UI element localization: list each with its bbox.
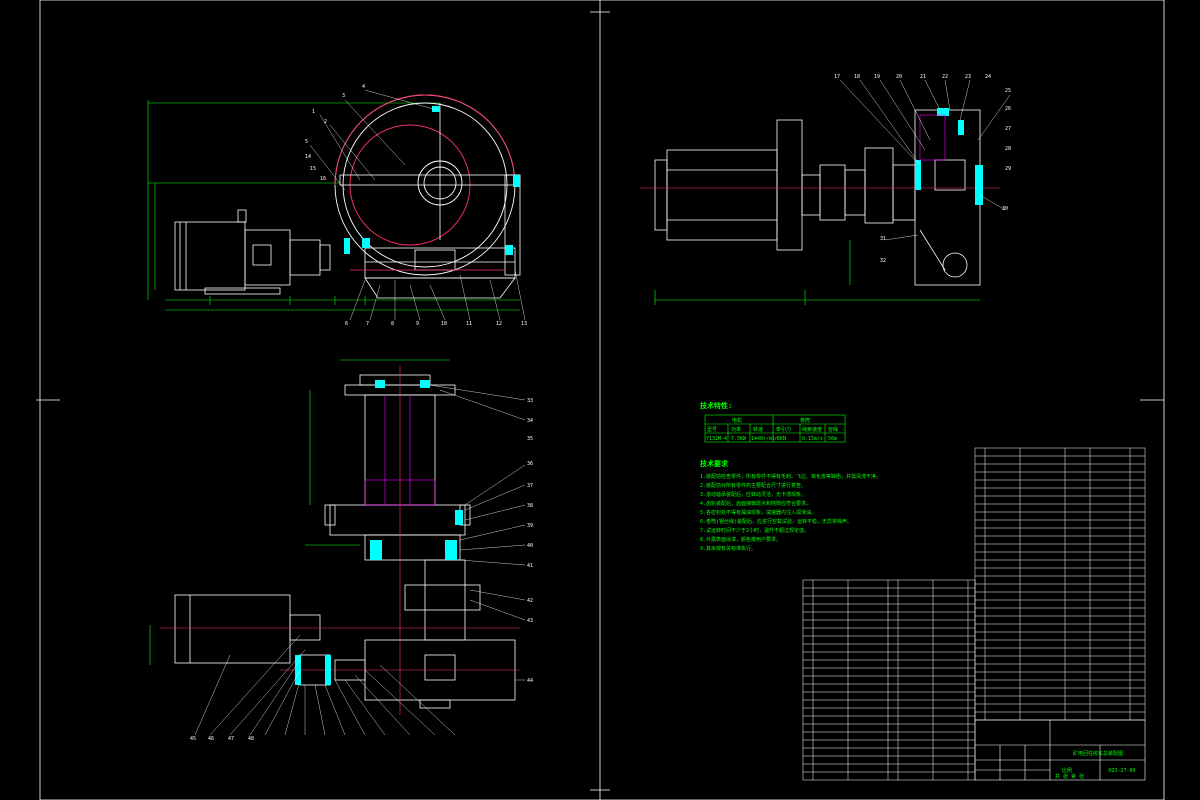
part-number-label: 24	[985, 74, 991, 80]
tech-req-line: 6.卷筒(钢丝绳)装配后，应进行空载试验，运转平稳，无异常噪声。	[700, 518, 852, 525]
part-number-label: 12	[496, 321, 502, 327]
sheet-frame	[36, 0, 1165, 800]
drum-section-view	[640, 79, 1011, 305]
part-number-label: 1	[312, 109, 315, 115]
part-number-label: 40	[527, 543, 533, 549]
part-number-label: 42	[527, 598, 533, 604]
parts-list-lower	[802, 579, 976, 781]
part-number-label: 25	[1005, 88, 1011, 94]
part-number-label: 33	[527, 398, 533, 404]
scale-label: 比例	[1062, 767, 1072, 774]
part-number-label: 32	[880, 258, 886, 264]
header-drum: 卷筒	[800, 417, 810, 424]
tech-req-line: 3.滚动轴承装配后，应转动灵活，无卡滞现象。	[700, 491, 806, 498]
value-2: 1440r/min	[751, 436, 778, 442]
part-number-label: 22	[942, 74, 948, 80]
part-number-label: 9	[416, 321, 419, 327]
tech-req-line: 5.各密封处不得有漏油现象，减速器内注入润滑油。	[700, 509, 816, 516]
subheader-1: 功率	[731, 426, 741, 433]
part-number-label: 21	[920, 74, 926, 80]
value-5: 50m	[828, 436, 837, 442]
part-number-label: 16	[320, 176, 326, 182]
part-number-label: 19	[874, 74, 880, 80]
part-number-label: 3	[342, 93, 345, 99]
side-elevation-view	[147, 89, 526, 321]
parts-list-upper	[974, 447, 1146, 721]
plan-view	[149, 359, 526, 736]
tech-req-line: 4.齿轮装配后，齿面接触斑点和侧隙应符合要求。	[700, 500, 811, 507]
part-number-label: 30	[1002, 206, 1008, 212]
value-1: 7.5KW	[731, 436, 747, 442]
part-number-label: 2	[324, 119, 327, 125]
subheader-2: 转速	[753, 426, 763, 433]
part-number-label: 14	[305, 154, 311, 160]
tech-req-line: 7.试运转时间不少于2小时，温升不超过规定值。	[700, 527, 809, 534]
subheader-4: 绳索速度	[802, 426, 822, 433]
part-number-label: 6	[345, 321, 348, 327]
part-number-label: 5	[305, 139, 308, 145]
part-number-label: 15	[310, 166, 316, 172]
part-number-label: 4	[362, 84, 365, 90]
drawing-number: HZJ-27-00	[1108, 768, 1135, 774]
part-number-label: 31	[880, 236, 886, 242]
subheader-3: 牵引力	[776, 426, 791, 433]
part-number-label: 10	[441, 321, 447, 327]
tech-req-line: 1.装配前检查零件，所有零件不得有毛刺、飞边、氧化皮等缺陷，并需清洗干净。	[700, 473, 881, 480]
part-number-label: 35	[527, 436, 533, 442]
tech-req-line: 2.装配前对所有零件的主要配合尺寸进行复查。	[700, 482, 806, 489]
header-motor: 电机	[732, 417, 742, 424]
tech-req-title: 技术要求	[700, 459, 729, 468]
part-number-label: 26	[1005, 106, 1011, 112]
value-0: Y132M-4	[706, 436, 727, 442]
part-number-label: 20	[896, 74, 902, 80]
tech-req-line: 9.其余按有关标准执行。	[700, 545, 756, 552]
part-number-label: 34	[527, 418, 533, 424]
technical-params: 技术特性: 电机 卷筒 型号 功率 转速 牵引力 绳索速度 容绳 Y132M-4…	[700, 401, 846, 443]
part-number-label: 45	[190, 736, 196, 742]
part-number-label: 13	[521, 321, 527, 327]
subheader-5: 容绳	[828, 426, 838, 433]
part-number-label: 11	[466, 321, 472, 327]
part-number-label: 48	[248, 736, 254, 742]
part-number-label: 36	[527, 461, 533, 467]
part-number-label: 17	[834, 74, 840, 80]
part-number-label: 37	[527, 483, 533, 489]
part-number-label: 46	[208, 736, 214, 742]
tech-params-title: 技术特性:	[700, 401, 732, 410]
technical-requirements: 技术要求 1.装配前检查零件，所有零件不得有毛刺、飞边、氧化皮等缺陷，并需清洗干…	[700, 459, 881, 552]
subheader-0: 型号	[707, 426, 717, 433]
part-number-label: 39	[527, 523, 533, 529]
part-number-label: 8	[391, 321, 394, 327]
part-number-label: 47	[228, 736, 234, 742]
part-number-label: 41	[527, 563, 533, 569]
part-number-label: 27	[1005, 126, 1011, 132]
part-number-label: 44	[527, 678, 533, 684]
part-number-label: 38	[527, 503, 533, 509]
value-4: 0.15m/s	[802, 436, 823, 442]
part-number-label: 43	[527, 618, 533, 624]
part-number-label: 18	[854, 74, 860, 80]
title-block: 矿用回柱绞车总装配图 HZJ-27-00 比例 共 张 第 张	[974, 719, 1146, 781]
tech-req-line: 8.外露表面涂漆，颜色按用户要求。	[700, 536, 781, 543]
value-3: 5KN	[777, 436, 786, 442]
part-number-label: 23	[965, 74, 971, 80]
part-number-label: 28	[1005, 146, 1011, 152]
sheet-label: 共 张 第 张	[1055, 773, 1084, 780]
drawing-name: 矿用回柱绞车总装配图	[1073, 750, 1123, 757]
part-number-label: 7	[366, 321, 369, 327]
part-number-label: 29	[1005, 166, 1011, 172]
